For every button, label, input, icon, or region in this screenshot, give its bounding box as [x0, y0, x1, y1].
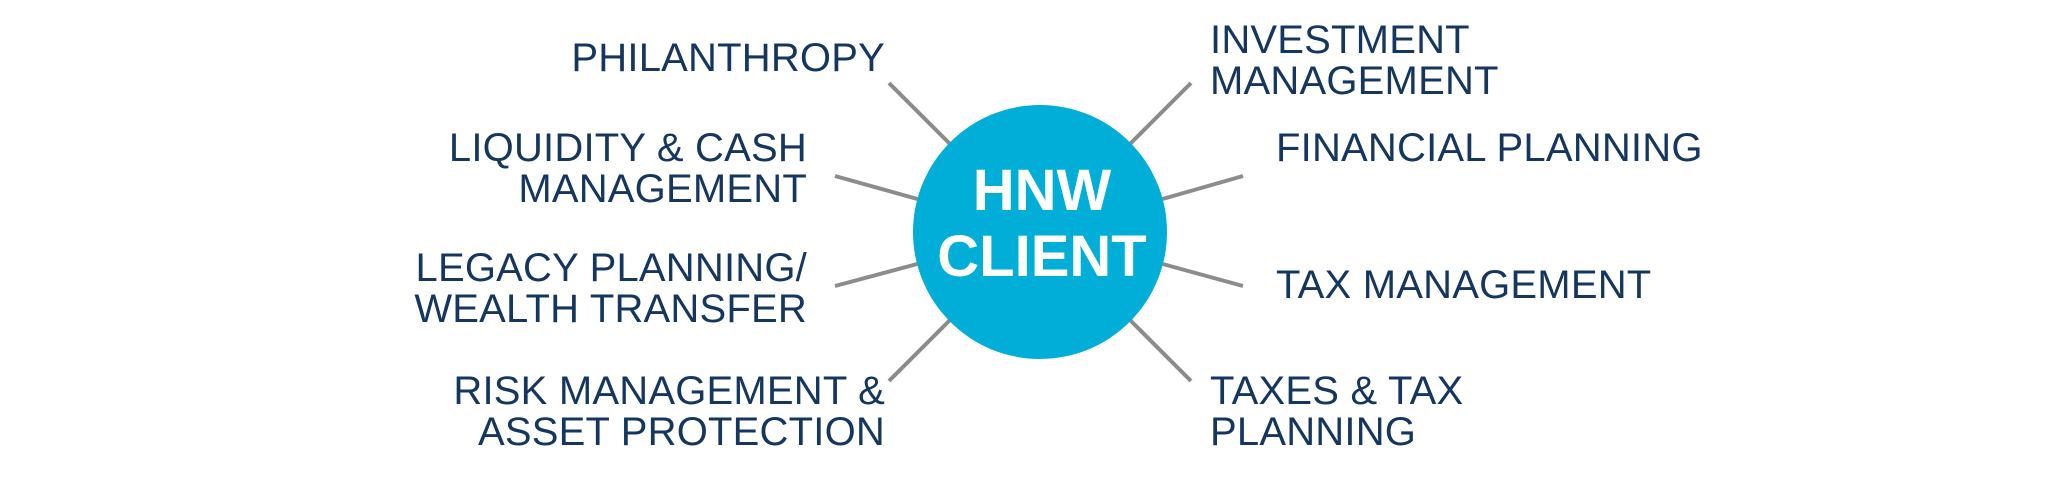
node-label-line: ASSET PROTECTION [478, 410, 885, 454]
spoke-liquidity-cash-management [834, 174, 922, 202]
hub-label-line: CLIENT [937, 224, 1147, 289]
node-label-line: MANAGEMENT [518, 167, 807, 211]
node-tax-management: TAX MANAGEMENT [1276, 265, 1651, 306]
node-label-line: RISK MANAGEMENT & [453, 369, 885, 413]
spoke-tax-management [1158, 261, 1244, 288]
node-label-line: MANAGEMENT [1210, 59, 1499, 103]
spoke-financial-planning [1158, 174, 1244, 202]
node-label-line: WEALTH TRANSFER [414, 287, 807, 331]
node-label-line: PLANNING [1210, 410, 1417, 454]
spoke-investment-management [1127, 81, 1193, 147]
hub-label-line: HNW [972, 158, 1112, 223]
node-label-line: INVESTMENT [1210, 18, 1470, 62]
node-taxes-tax-planning: TAXES & TAX PLANNING [1210, 371, 1463, 453]
node-risk-management-asset-protection: RISK MANAGEMENT & ASSET PROTECTION [453, 371, 885, 453]
node-label-line: LEGACY PLANNING/ [415, 246, 807, 290]
node-legacy-planning-wealth-transfer: LEGACY PLANNING/ WEALTH TRANSFER [414, 248, 807, 330]
hub-label: HNW CLIENT [918, 158, 1166, 290]
node-label-line: TAXES & TAX [1210, 369, 1464, 413]
node-liquidity-cash-management: LIQUIDITY & CASH MANAGEMENT [449, 128, 807, 210]
hub-circle [913, 105, 1167, 359]
node-label-line: LIQUIDITY & CASH [448, 126, 807, 170]
node-label-line: PHILANTHROPY [571, 36, 885, 80]
node-label-line: FINANCIAL PLANNING [1276, 126, 1703, 170]
node-financial-planning: FINANCIAL PLANNING [1276, 128, 1703, 169]
spoke-taxes-tax-planning [1127, 317, 1193, 383]
node-label-line: TAX MANAGEMENT [1276, 263, 1652, 307]
spoke-philanthropy [887, 81, 953, 147]
spoke-risk-management-asset-protection [887, 317, 953, 383]
node-philanthropy: PHILANTHROPY [571, 38, 885, 79]
spoke-legacy-planning-wealth-transfer [834, 261, 922, 288]
node-investment-management: INVESTMENT MANAGEMENT [1210, 20, 1499, 102]
